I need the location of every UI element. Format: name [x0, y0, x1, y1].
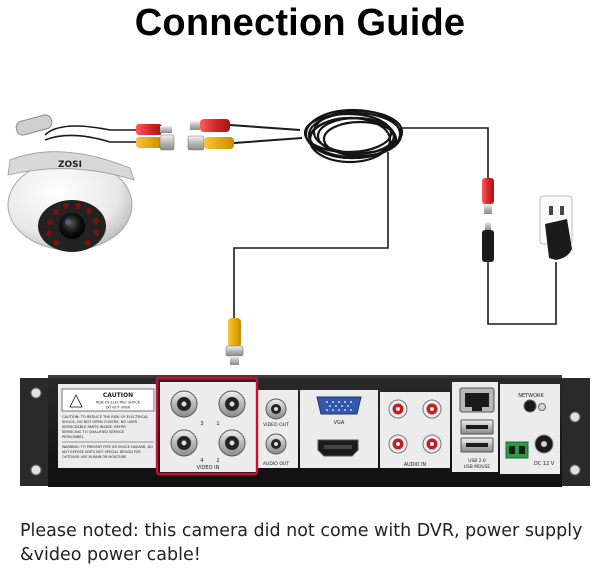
cable-power-plug — [190, 119, 301, 132]
camera-brand: ZOSI — [58, 160, 82, 170]
warning-text-line: NOT EXPOSE UNITS NOT SPECIAL DESIGN FOR — [62, 450, 141, 454]
vga-port: VGA — [316, 396, 362, 426]
caution-text-line: CAUTION: TO REDUCE THE RISK OF ELECTRICA… — [62, 415, 148, 419]
channel-number: 1 — [216, 421, 219, 427]
audio-in-ports: AUDIO IN — [388, 399, 442, 468]
bnc-port-ch2 — [218, 429, 246, 457]
bnc-port-ch4 — [170, 429, 198, 457]
warning-text-line: OUTDOOR USE IN RAIN OR MOISTURE — [62, 455, 126, 459]
cable-bnc-plug — [187, 135, 303, 151]
usb-label: USB 2.0 — [468, 458, 486, 464]
caution-label: CAUTION RISK OF ELECTRIC SHOCK DO NOT OP… — [61, 388, 155, 459]
power-adapter — [545, 219, 572, 260]
caution-text-line: SERVICEABLE PARTS INSIDE. REFER — [62, 425, 126, 429]
camera-power-jack — [136, 124, 172, 135]
caution-text-line: PERSONNEL — [62, 435, 84, 439]
channel-number: 3 — [200, 421, 203, 427]
audio-out-label: AUDIO OUT — [263, 461, 289, 467]
page-title: Connection Guide — [134, 2, 466, 44]
connection-wires — [44, 125, 557, 325]
caution-text-line: SHOCK, DO NOT OPEN COVERS. NO USER — [62, 420, 138, 424]
usb-ports: USB 2.0 USB MOUSE — [460, 419, 494, 470]
vga-label: VGA — [334, 420, 345, 426]
channel-number: 2 — [216, 458, 219, 464]
network-section: NETWORK — [518, 393, 546, 413]
video-out-label: VIDEO OUT — [263, 422, 289, 428]
network-label: NETWORK — [518, 393, 544, 399]
audio-in-label: AUDIO IN — [404, 462, 427, 468]
caution-text-line: SERVICING TO QUALIFIED SERVICE — [62, 430, 125, 434]
lens-icon — [59, 213, 85, 239]
video-in-ports: 3 1 4 2 VIDEO IN — [170, 390, 246, 471]
video-in-label: VIDEO IN — [197, 465, 220, 471]
dome-camera: ZOSI — [7, 114, 135, 252]
power-cable-jack — [482, 178, 494, 214]
dc-power-port: DC 12 V — [534, 434, 555, 467]
warning-text-line: WARNING: TO PREVENT FIRE OR SHOCK HAZARD… — [62, 445, 153, 449]
usb-mouse-label: USB MOUSE — [464, 464, 491, 470]
video-in-highlight-box — [155, 376, 259, 476]
bnc-port-ch3 — [170, 390, 198, 418]
caution-sub-line: DO NOT OPEN — [106, 406, 131, 410]
disclaimer-note: Please noted: this camera did not come w… — [20, 521, 583, 565]
bnc-port-ch1 — [218, 390, 246, 418]
channel-number: 4 — [200, 458, 203, 464]
ethernet-port — [459, 387, 495, 413]
alarm-terminal — [505, 441, 529, 459]
hdmi-port — [317, 439, 359, 457]
caution-title: CAUTION — [103, 392, 133, 399]
camera-bnc-jack — [136, 134, 175, 151]
caution-sub-line: RISK OF ELECTRIC SHOCK — [96, 401, 141, 405]
video-bnc-plug — [225, 318, 244, 365]
dc-power-label: DC 12 V — [534, 461, 555, 467]
cable-coil — [303, 108, 404, 164]
video-out-port: VIDEO OUT — [263, 398, 289, 428]
audio-out-port: AUDIO OUT — [263, 433, 289, 467]
power-adapter-plug — [482, 222, 494, 262]
